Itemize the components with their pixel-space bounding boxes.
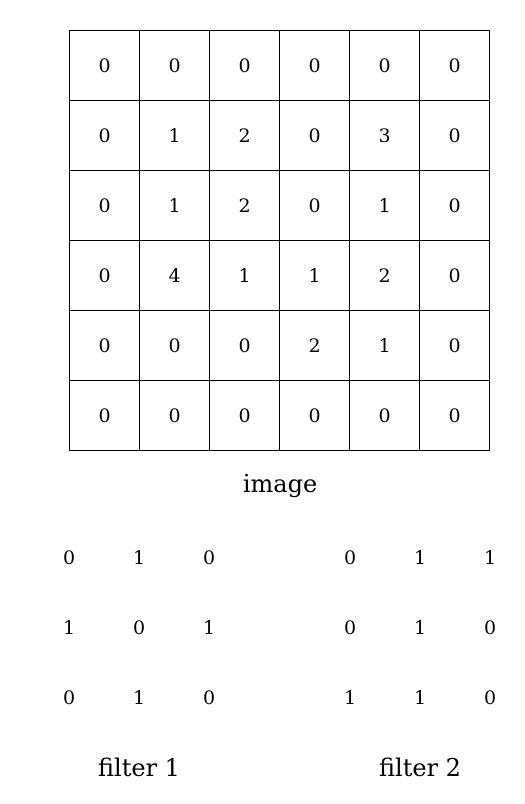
filter-1-cell: 0: [62, 687, 76, 709]
image-cell: 4: [139, 240, 210, 311]
filter-2-cell: 1: [483, 547, 497, 569]
image-cell: 0: [139, 380, 210, 451]
image-cell: 0: [69, 240, 140, 311]
image-cell: 0: [349, 380, 420, 451]
image-cell: 0: [69, 30, 140, 101]
image-cell: 2: [349, 240, 420, 311]
image-cell: 0: [69, 170, 140, 241]
image-cell: 0: [419, 170, 490, 241]
image-cell: 0: [279, 100, 350, 171]
image-row-0: 0 0 0 0 0 0: [69, 30, 490, 101]
image-cell: 0: [419, 310, 490, 381]
image-cell: 0: [69, 310, 140, 381]
filter-1-caption: filter 1: [98, 754, 180, 782]
image-cell: 0: [279, 170, 350, 241]
image-cell: 2: [209, 170, 280, 241]
filter-2-cell: 0: [343, 547, 357, 569]
image-cell: 1: [209, 240, 280, 311]
image-cell: 0: [279, 30, 350, 101]
filter-2-cell: 0: [343, 617, 357, 639]
filter-2-cell: 0: [483, 617, 497, 639]
filter-1-cell: 1: [132, 547, 146, 569]
image-row-2: 0 1 2 0 1 0: [69, 170, 490, 241]
image-cell: 2: [209, 100, 280, 171]
image-cell: 0: [419, 30, 490, 101]
image-cell: 0: [139, 30, 210, 101]
filter-1-cell: 0: [202, 547, 216, 569]
image-cell: 2: [279, 310, 350, 381]
filter-1-grid: 0 1 0 1 0 1 0 1 0: [34, 522, 215, 709]
image-cell: 0: [139, 310, 210, 381]
filter-1-cell: 1: [62, 617, 76, 639]
image-cell: 1: [279, 240, 350, 311]
image-cell: 0: [349, 30, 420, 101]
filter-2-caption: filter 2: [379, 754, 461, 782]
filter-1-cell: 0: [202, 687, 216, 709]
image-cell: 1: [349, 170, 420, 241]
image-cell: 1: [349, 310, 420, 381]
filter-2-cell: 1: [413, 687, 427, 709]
image-cell: 3: [349, 100, 420, 171]
filter-1-cell: 0: [62, 547, 76, 569]
filter-1-cell: 0: [132, 617, 146, 639]
image-cell: 0: [69, 380, 140, 451]
filter-2-cell: 1: [343, 687, 357, 709]
image-cell: 0: [419, 380, 490, 451]
filter-2-cell: 1: [413, 547, 427, 569]
filter-1-cell: 1: [202, 617, 216, 639]
filter-2-cell: 0: [483, 687, 497, 709]
image-cell: 0: [209, 310, 280, 381]
image-caption: image: [242, 470, 318, 498]
image-cell: 0: [209, 380, 280, 451]
image-row-1: 0 1 2 0 3 0: [69, 100, 490, 171]
image-grid: 0 0 0 0 0 0 0 1 2 0 3 0 0 1 2 0 1 0 0 4 …: [69, 30, 490, 451]
filter-2-cell: 1: [413, 617, 427, 639]
image-row-4: 0 0 0 2 1 0: [69, 310, 490, 381]
image-cell: 1: [139, 170, 210, 241]
image-row-5: 0 0 0 0 0 0: [69, 380, 490, 451]
image-cell: 0: [419, 100, 490, 171]
image-cell: 0: [209, 30, 280, 101]
image-row-3: 0 4 1 1 2 0: [69, 240, 490, 311]
filter-2-grid: 0 1 1 0 1 0 1 1 0: [315, 522, 496, 709]
image-cell: 0: [69, 100, 140, 171]
filter-1-cell: 1: [132, 687, 146, 709]
image-cell: 1: [139, 100, 210, 171]
image-cell: 0: [279, 380, 350, 451]
image-cell: 0: [419, 240, 490, 311]
